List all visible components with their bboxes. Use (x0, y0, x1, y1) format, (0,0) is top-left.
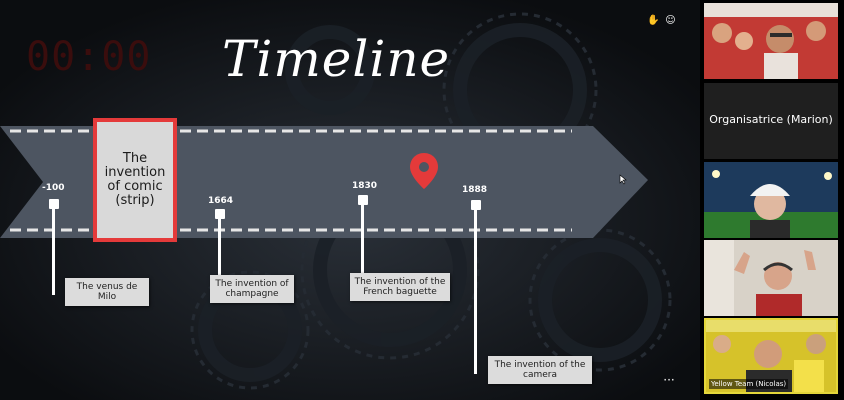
hand-icon[interactable]: ✋ (647, 15, 660, 26)
participants-panel: Organisatrice (Marion) (700, 0, 844, 400)
reaction-icon[interactable]: ☺ (665, 15, 676, 26)
event-label: The invention of the French baguette (350, 273, 450, 301)
event-connector (361, 205, 364, 283)
event-label: The venus de Milo (65, 278, 149, 306)
mouse-cursor-icon (619, 174, 627, 185)
event-year: 1888 (462, 185, 488, 195)
slide-title: Timeline (222, 30, 451, 88)
event-year: -100 (42, 183, 65, 193)
event-label: The invention of champagne (210, 275, 294, 303)
event-marker[interactable] (471, 200, 481, 210)
participant-video-feed (704, 3, 838, 79)
event-year: 1830 (352, 181, 378, 191)
map-pin-icon (410, 153, 438, 189)
shared-screen: 00:00 Timeline ✋ ☺ The invention of comi… (0, 0, 700, 400)
countdown-timer: 00:00 (26, 34, 152, 80)
participant-video-tile[interactable] (704, 162, 838, 238)
event-marker[interactable] (358, 195, 368, 205)
participant-video-tile[interactable] (704, 240, 838, 316)
participant-name: Yellow Team (Nicolas) (709, 379, 789, 389)
event-connector (52, 209, 55, 295)
participant-video-feed (704, 240, 838, 316)
event-label: The invention of the camera (488, 356, 592, 384)
event-marker[interactable] (49, 199, 59, 209)
event-year: 1664 (208, 196, 234, 206)
featured-event-text: The invention of comic (strip) (104, 151, 166, 208)
event-marker[interactable] (215, 209, 225, 219)
participant-video-tile[interactable] (704, 3, 838, 79)
participant-name: Organisatrice (Marion) (709, 113, 833, 126)
event-connector (218, 219, 221, 287)
participant-video-feed (704, 162, 838, 238)
featured-event-card: The invention of comic (strip) (93, 118, 177, 242)
event-connector (474, 210, 477, 374)
participant-video-tile[interactable]: Organisatrice (Marion) (704, 83, 838, 159)
active-speaker-tile[interactable]: Yellow Team (Nicolas) (704, 318, 838, 394)
more-options-icon[interactable]: ··· (663, 373, 675, 387)
